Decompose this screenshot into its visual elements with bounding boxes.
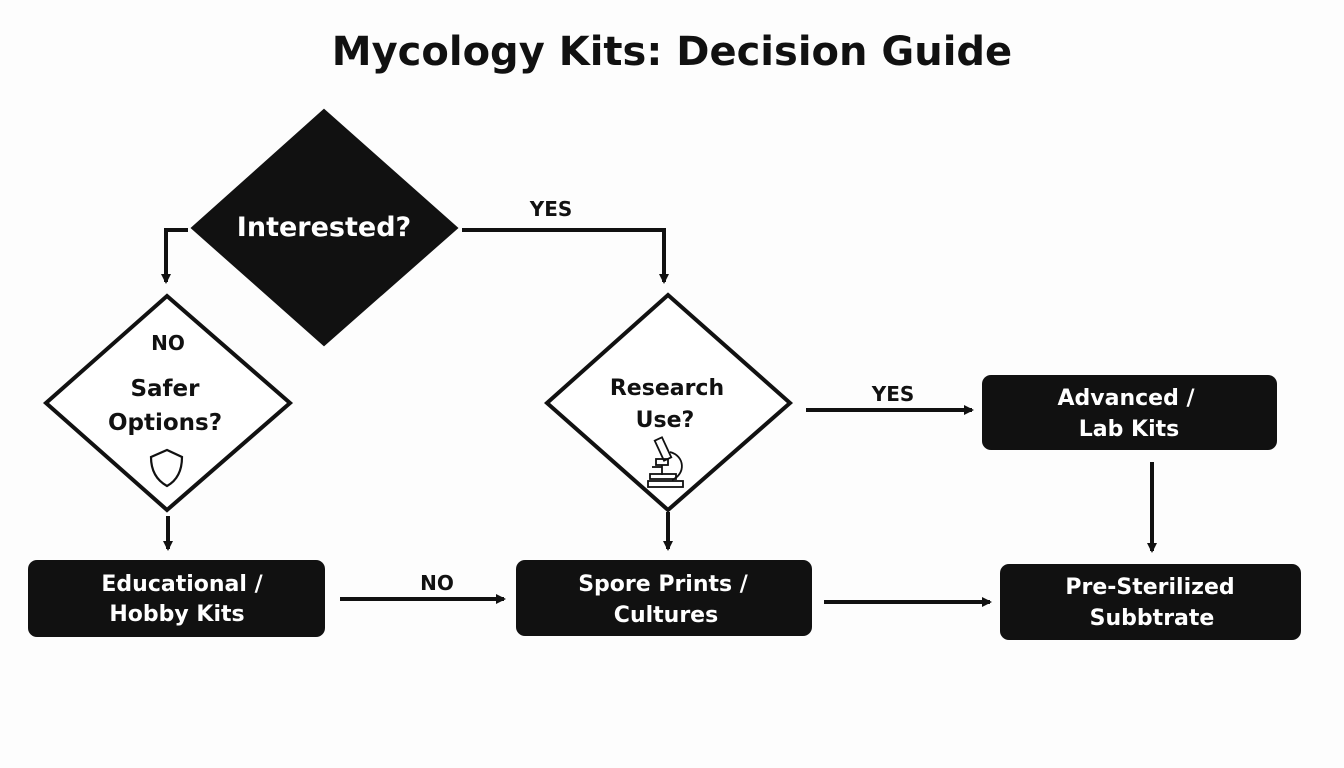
decision-research-use-line1: Research [610, 376, 724, 401]
decision-research-use-line2: Use? [636, 408, 695, 433]
decision-safer-options: NO Safer Options? [42, 293, 294, 513]
arrow-interested-to-safer [161, 228, 188, 284]
outcome-spore-prints-cultures-line2: Cultures [614, 603, 718, 628]
decision-interested-label: Interested? [237, 212, 411, 243]
outcome-pre-sterilized-substrate-line2: Subbtrate [1090, 606, 1215, 631]
outcome-educational-hobby-kits-box [28, 560, 325, 637]
outcome-advanced-lab-kits: Advanced / Lab Kits [982, 375, 1277, 450]
shield-icon [149, 448, 184, 488]
decision-safer-options-line1: Safer [130, 376, 200, 402]
connectors [161, 228, 1157, 607]
outcome-advanced-lab-kits-box [982, 375, 1277, 450]
outcome-spore-prints-cultures: Spore Prints / Cultures [516, 560, 812, 636]
decision-safer-options-tag: NO [151, 331, 185, 355]
edge-label-research-yes: YES [871, 382, 915, 406]
edge-label-educational-no: NO [420, 571, 454, 595]
decision-safer-options-line2: Options? [108, 410, 222, 436]
outcome-educational-hobby-kits: Educational / Hobby Kits [28, 560, 325, 637]
decision-interested: Interested? [190, 108, 459, 347]
decision-research-use-shape [543, 292, 794, 513]
decision-research-use: Research Use? [543, 292, 794, 513]
arrow-interested-to-research [462, 228, 669, 284]
outcome-pre-sterilized-substrate-box [1000, 564, 1301, 640]
decision-interested-shape [190, 108, 459, 347]
microscope-icon [647, 436, 684, 488]
edge-label-interested-yes: YES [529, 197, 573, 221]
outcome-pre-sterilized-substrate: Pre-Sterilized Subbtrate [1000, 564, 1301, 640]
outcome-advanced-lab-kits-line1: Advanced / [1057, 386, 1195, 411]
outcome-spore-prints-cultures-line1: Spore Prints / [578, 572, 749, 597]
outcome-pre-sterilized-substrate-line1: Pre-Sterilized [1065, 575, 1234, 600]
page-title: Mycology Kits: Decision Guide [332, 29, 1012, 75]
outcome-educational-hobby-kits-line2: Hobby Kits [109, 602, 244, 627]
outcome-educational-hobby-kits-line1: Educational / [101, 572, 263, 597]
decision-safer-options-shape [42, 293, 294, 513]
outcome-spore-prints-cultures-box [516, 560, 812, 636]
outcome-advanced-lab-kits-line2: Lab Kits [1079, 417, 1179, 442]
